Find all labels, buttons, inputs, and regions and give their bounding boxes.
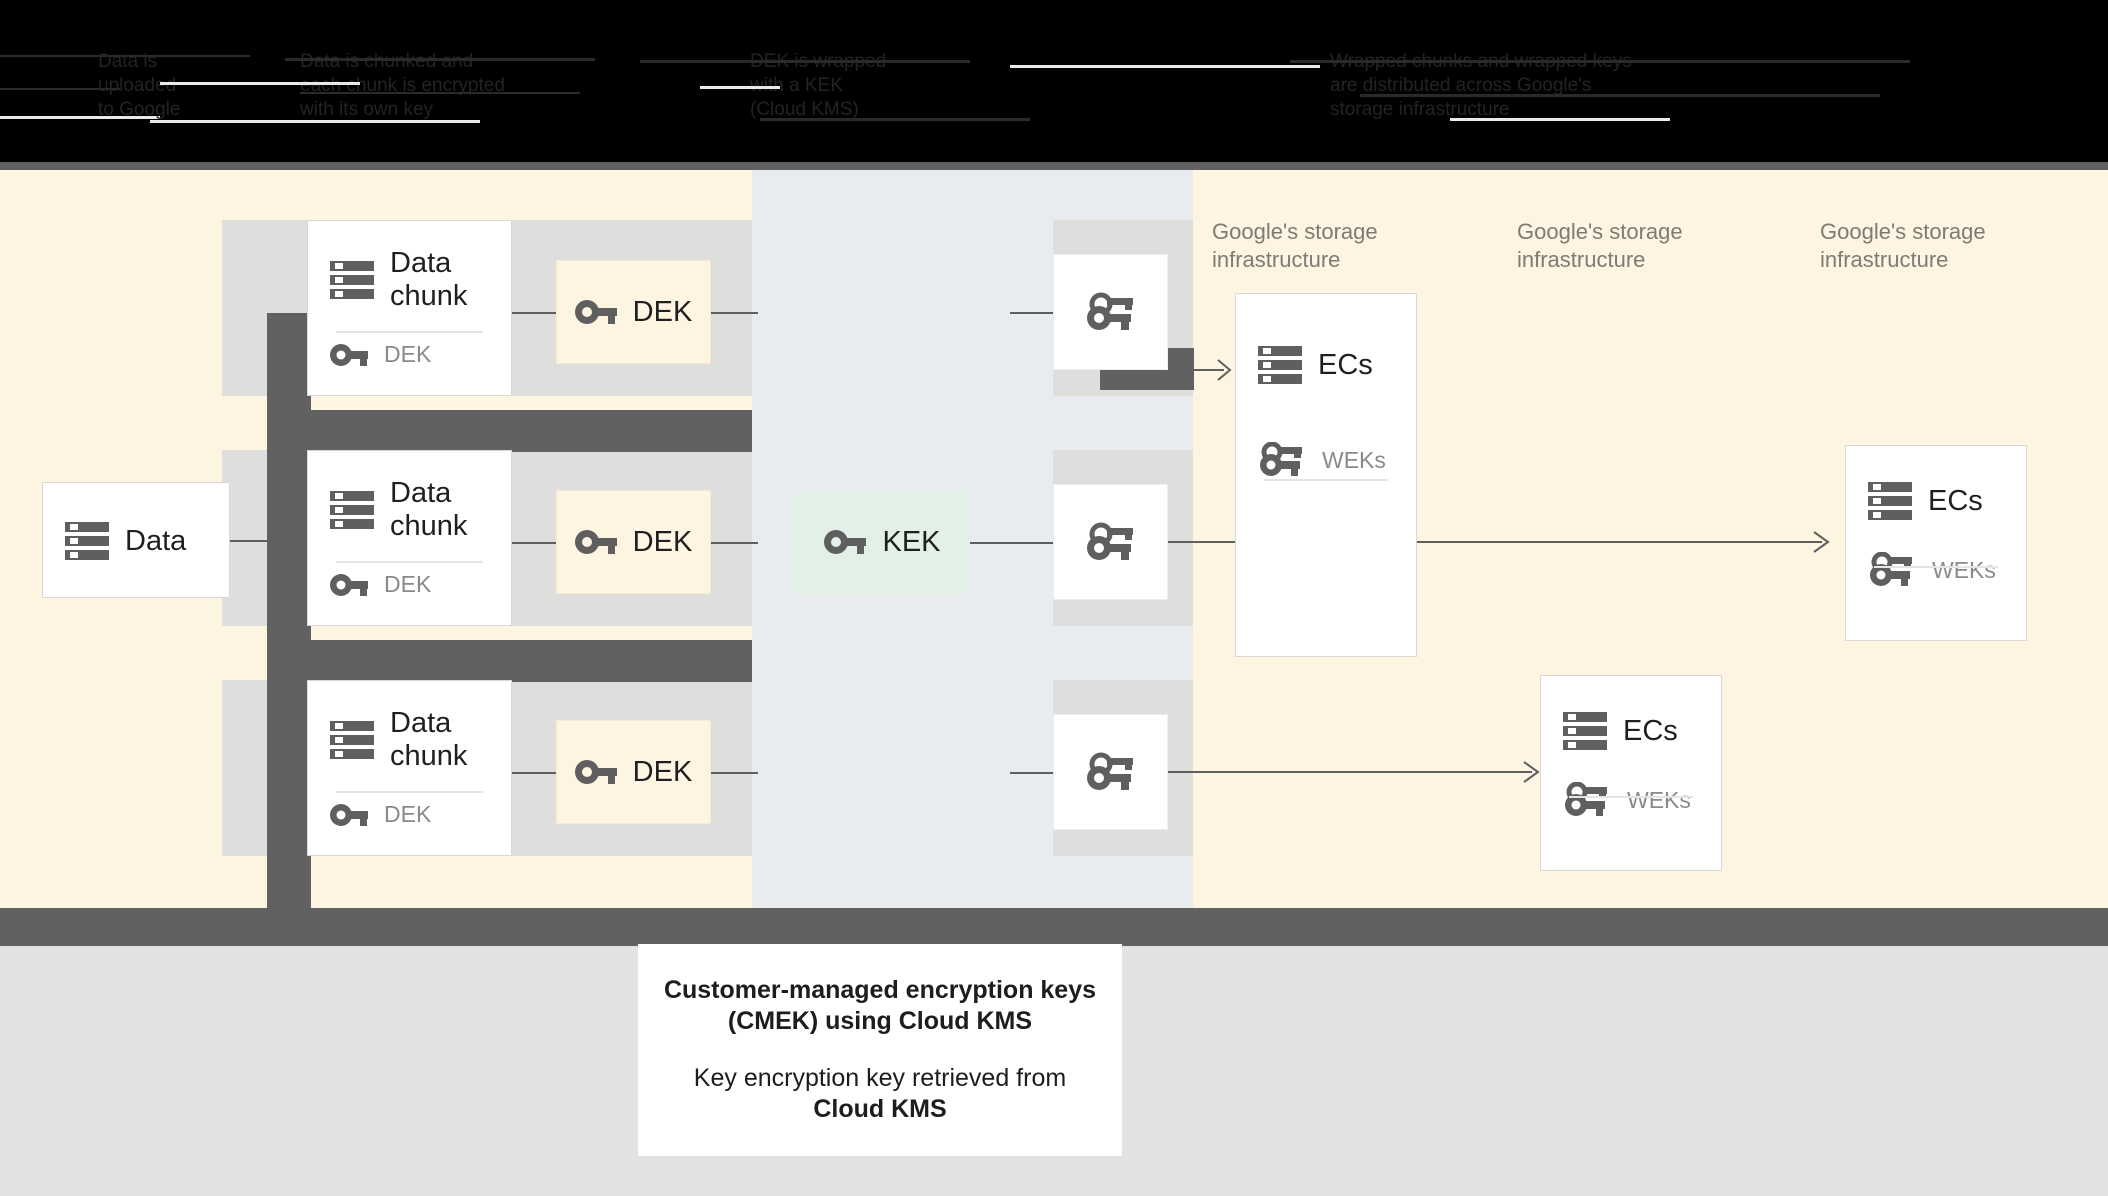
connector-into-wk1	[1010, 312, 1056, 314]
ecs-title: ECs	[1928, 484, 1983, 517]
storage-icon	[330, 719, 374, 761]
diagram-stage: Data Data chunk	[0, 170, 2108, 943]
chunk-title: Data chunk	[390, 477, 468, 542]
chunk-key-label: DEK	[384, 571, 432, 597]
card-data-chunk-1[interactable]: Data chunk DEK	[307, 220, 512, 396]
double-key-icon	[1085, 292, 1137, 332]
branch-arm-1	[267, 410, 752, 452]
ecs-key-label: WEKs	[1627, 786, 1691, 813]
dek-box-3[interactable]: DEK	[556, 720, 711, 824]
dek-label: DEK	[632, 755, 693, 788]
card-ecs-2[interactable]: ECs WEKs	[1845, 445, 2027, 641]
key-icon	[330, 572, 368, 598]
key-icon	[574, 758, 617, 786]
arrow-to-ec-3	[1150, 761, 1540, 783]
card-data-source[interactable]: Data	[42, 482, 230, 598]
storage-label-3: Google's storage infrastructure	[1820, 219, 1986, 272]
double-key-icon	[1563, 782, 1611, 818]
key-icon	[574, 298, 617, 326]
kek-box-visible[interactable]: KEK	[795, 490, 970, 594]
ecs-title: ECs	[1318, 348, 1373, 381]
branch-spine	[267, 313, 311, 943]
header-bar: Data is uploaded to Google Data is chunk…	[0, 0, 2108, 170]
storage-icon	[1868, 480, 1912, 522]
card-divider	[1569, 796, 1693, 798]
connector-dek1-out	[710, 312, 758, 314]
storage-icon	[1563, 710, 1607, 752]
connector-into-wk3	[1010, 772, 1056, 774]
dek-label: DEK	[632, 525, 693, 558]
dek-box-2[interactable]: DEK	[556, 490, 711, 594]
card-divider	[1264, 479, 1388, 481]
key-icon	[824, 528, 867, 556]
connector-chunk2-dek2	[510, 542, 558, 544]
connector-into-wk2	[1010, 542, 1056, 544]
chunk-key-label: DEK	[384, 801, 432, 827]
double-key-icon	[1085, 752, 1137, 792]
connector-dek3-out	[710, 772, 758, 774]
connector-data-to-spine	[230, 540, 312, 542]
card-divider	[1874, 566, 1998, 568]
connector-dek2-out	[710, 542, 758, 544]
card-ecs-1-main[interactable]: ECs WEKs	[1235, 293, 1417, 657]
wrapped-key-box-2[interactable]	[1053, 484, 1168, 600]
footer-divider-bar	[0, 908, 2108, 946]
card-data-chunk-3[interactable]: Data chunk DEK	[307, 680, 512, 856]
kek-label: KEK	[882, 525, 941, 558]
chunk-key-label: DEK	[384, 341, 432, 367]
key-icon	[330, 342, 368, 368]
double-key-icon	[1868, 552, 1916, 588]
branch-arm-2	[267, 640, 752, 682]
storage-label-1: Google's storage infrastructure	[1212, 219, 1378, 272]
wrapped-key-box-3[interactable]	[1053, 714, 1168, 830]
caption-box: Customer-managed encryption keys (CMEK) …	[638, 944, 1122, 1156]
card-divider	[336, 561, 483, 563]
header-col-1-text: Data is chunked and each chunk is encryp…	[300, 51, 505, 120]
connector-chunk3-dek3	[510, 772, 558, 774]
ecs-key-label: WEKs	[1322, 446, 1386, 473]
caption-line-4: Cloud KMS	[813, 1095, 947, 1123]
dek-box-1[interactable]: DEK	[556, 260, 711, 364]
caption-line-1: Customer-managed encryption keys	[663, 976, 1097, 1004]
arrow-to-ec-1	[1190, 359, 1232, 381]
connector-kek-out	[968, 542, 1012, 544]
key-icon	[330, 802, 368, 828]
header-col-1-label: Data is uploaded to Google	[98, 51, 181, 120]
caption-line-2: (CMEK) using Cloud KMS	[727, 1007, 1033, 1035]
wrapped-key-box-1[interactable]	[1053, 254, 1168, 370]
storage-icon	[1258, 344, 1302, 386]
double-key-icon	[1085, 522, 1137, 562]
card-data-chunk-2[interactable]: Data chunk DEK	[307, 450, 512, 626]
double-key-icon	[1258, 442, 1306, 478]
storage-label-2: Google's storage infrastructure	[1517, 219, 1683, 272]
card-divider	[336, 331, 483, 333]
connector-chunk1-dek1	[510, 312, 558, 314]
dek-label: DEK	[632, 295, 693, 328]
storage-icon	[330, 259, 374, 301]
ecs-title: ECs	[1623, 714, 1678, 747]
card-ecs-3[interactable]: ECs WEKs	[1540, 675, 1722, 871]
chunk-title: Data chunk	[390, 247, 468, 312]
chunk-title: Data chunk	[390, 707, 468, 772]
key-icon	[574, 528, 617, 556]
card-divider	[336, 791, 483, 793]
data-source-title: Data	[125, 524, 187, 557]
storage-icon	[330, 489, 374, 531]
caption-line-3: Key encryption key retrieved from	[693, 1064, 1067, 1092]
storage-icon	[65, 520, 109, 562]
ecs-key-label: WEKs	[1932, 556, 1996, 583]
